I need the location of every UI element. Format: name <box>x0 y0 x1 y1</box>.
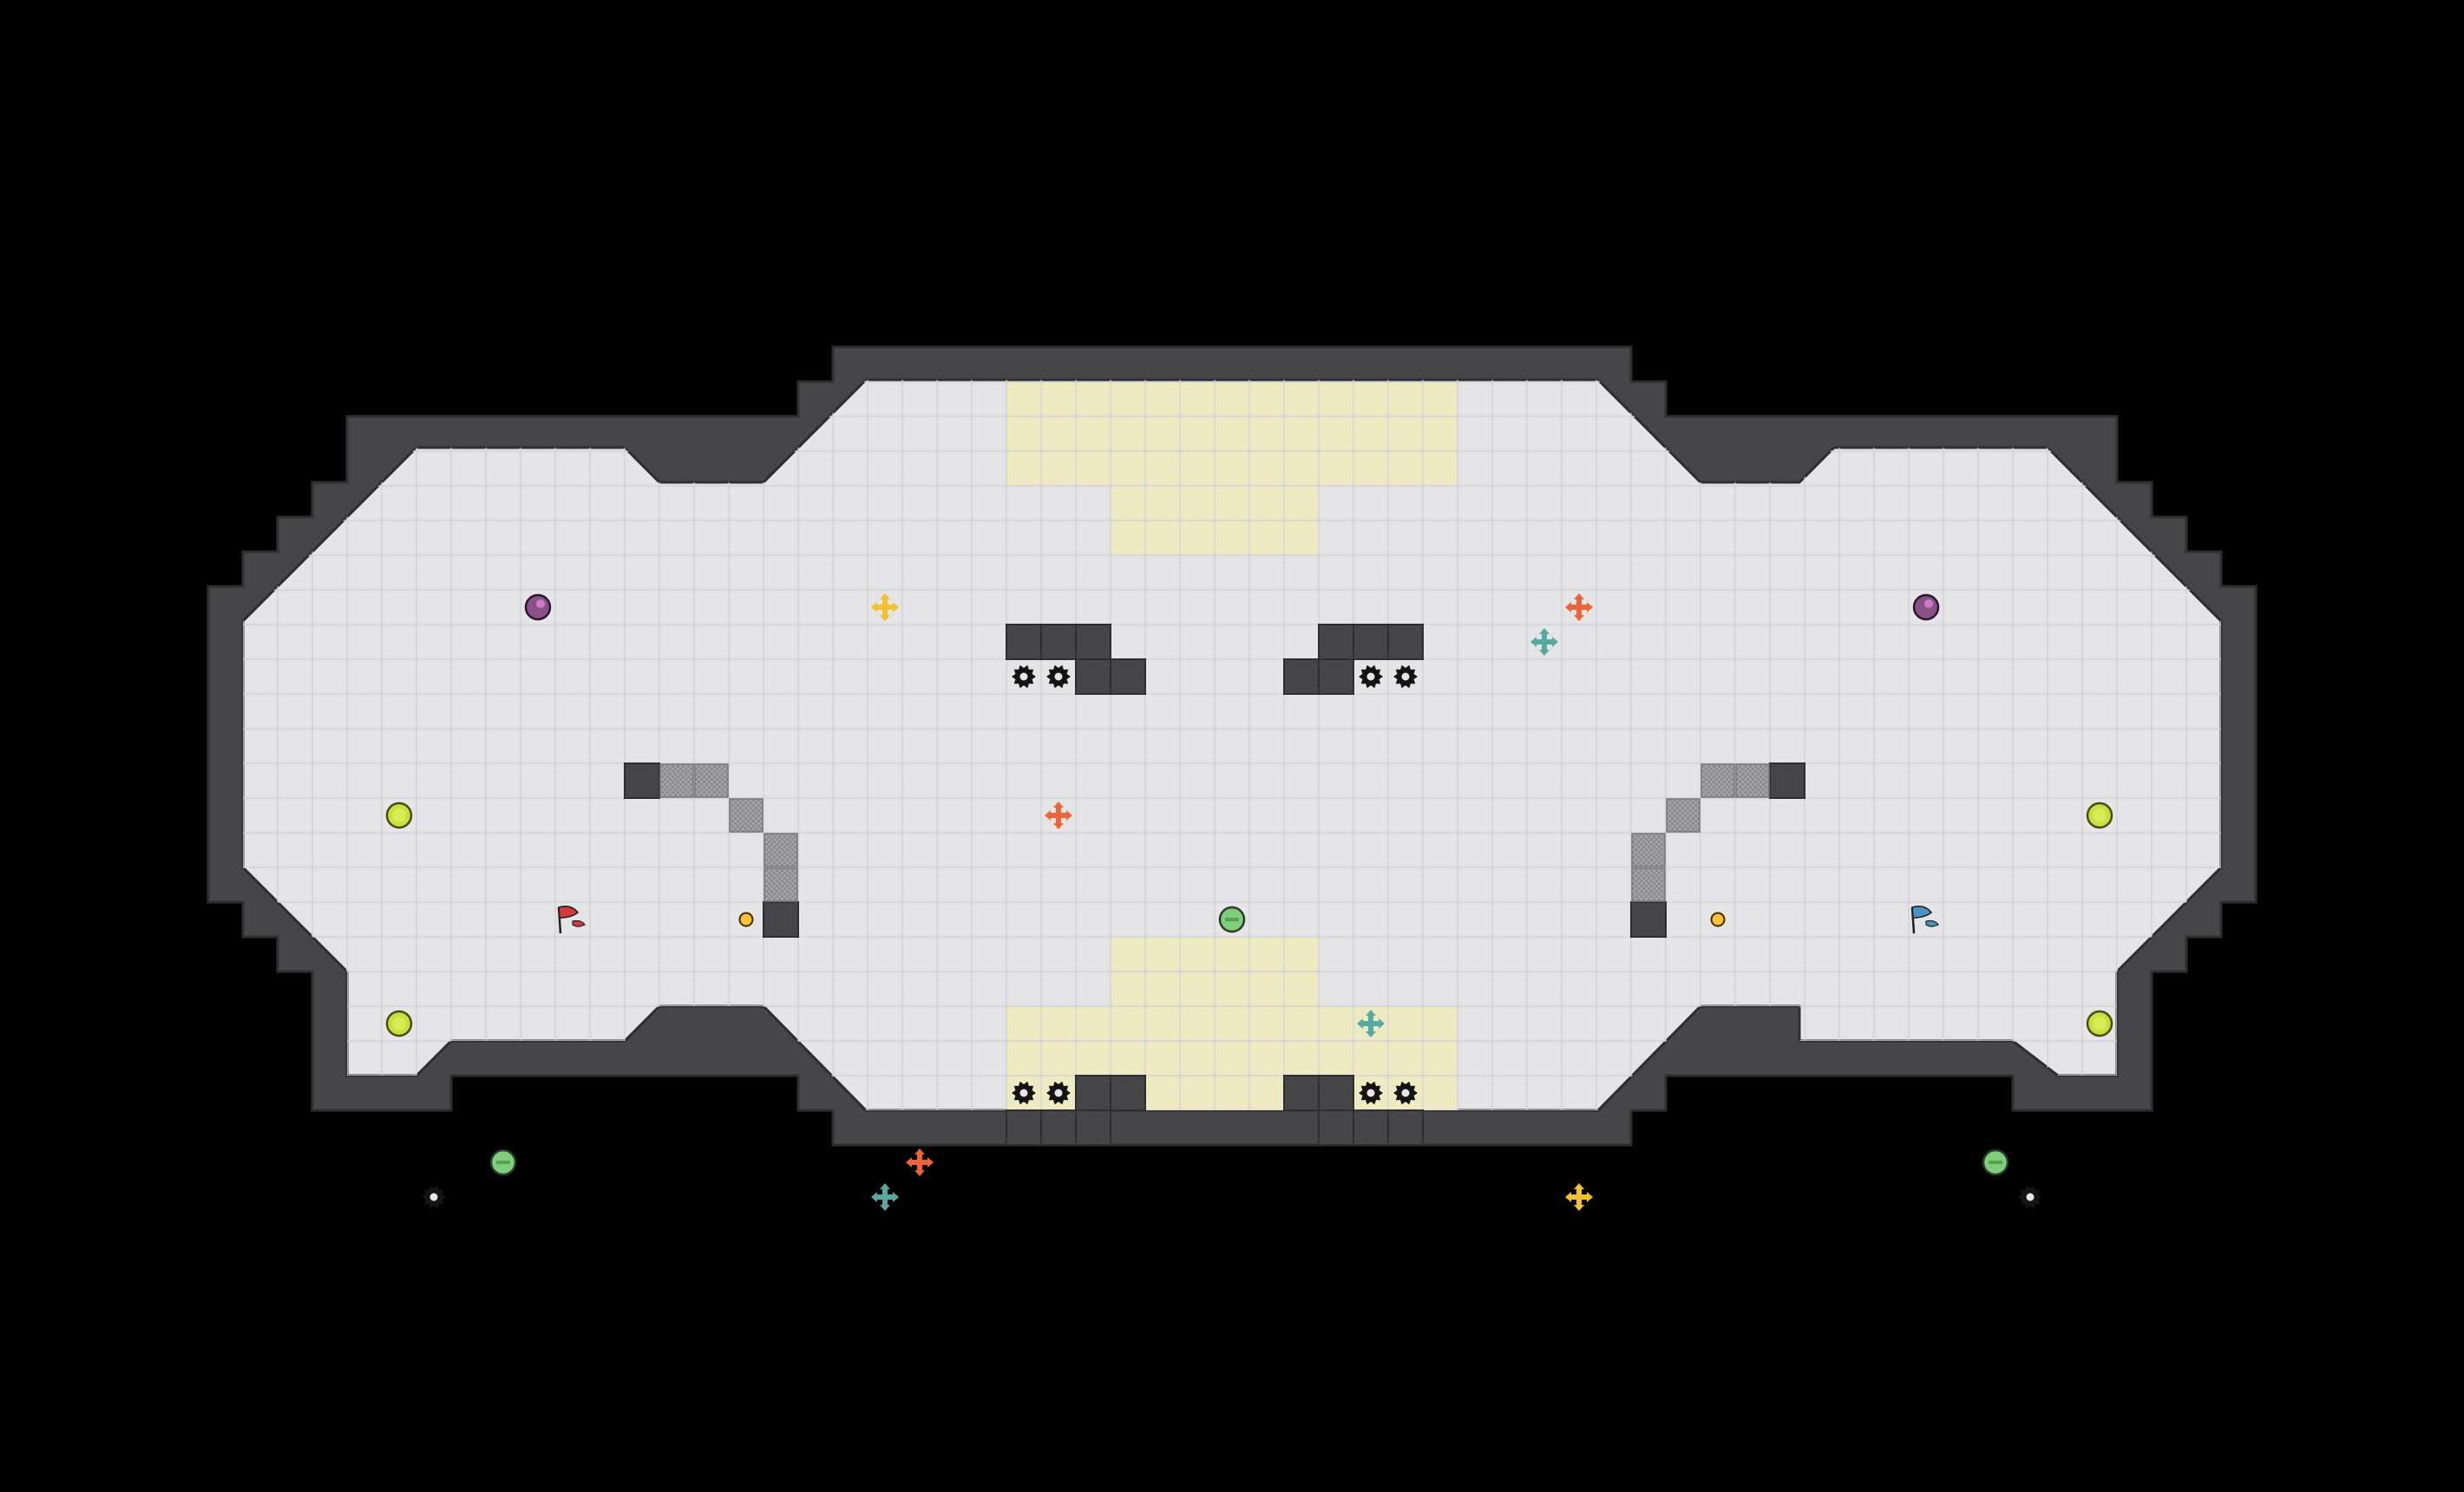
blue-flag-icon <box>1910 906 1939 934</box>
wall-block <box>1040 1109 1077 1146</box>
wall-block <box>1387 1109 1424 1146</box>
spike-icon <box>1046 1081 1071 1105</box>
gate-tile <box>1631 867 1666 902</box>
gate-tile <box>1701 763 1735 798</box>
spike-icon <box>1012 664 1036 689</box>
boost-red-icon <box>1045 802 1072 829</box>
wall-block <box>1353 1109 1389 1146</box>
gate-tile <box>659 763 694 798</box>
wall-block <box>1283 658 1320 695</box>
powerup-icon <box>1982 1148 2009 1176</box>
gate-tile <box>729 798 763 833</box>
spikes <box>422 664 2042 1209</box>
wall-block <box>1006 1109 1042 1146</box>
spike-icon <box>422 1185 446 1209</box>
button-icon <box>1710 912 1726 927</box>
portal-icon <box>524 593 552 621</box>
wall-block <box>1040 624 1077 660</box>
wall-block <box>1075 658 1111 695</box>
wall-block <box>1110 1075 1146 1111</box>
portal-icon <box>1912 593 1940 621</box>
button-icon <box>738 912 754 927</box>
spike-icon <box>1046 664 1071 689</box>
wall-block <box>1318 624 1354 660</box>
wall-block <box>1075 624 1111 660</box>
wall-block <box>1075 1075 1111 1111</box>
wall-block <box>1318 658 1354 695</box>
boost-yellow-icon <box>1565 1183 1593 1211</box>
spike-icon <box>1393 664 1418 689</box>
wall-block <box>1318 1109 1354 1146</box>
spike-icon <box>1012 1081 1036 1105</box>
wall-block <box>1353 624 1389 660</box>
wall-block <box>1318 1075 1354 1111</box>
red-flag-icon <box>557 906 586 934</box>
gates <box>659 763 1770 902</box>
wall-block <box>624 762 660 799</box>
wall-block <box>1630 901 1667 938</box>
bomb-icon <box>385 1010 413 1037</box>
wall-block <box>1283 1075 1320 1111</box>
inner-walls <box>624 624 1805 1146</box>
gate-tile <box>1666 798 1701 833</box>
spike-icon <box>1359 1081 1383 1105</box>
powerup-icon <box>489 1148 517 1176</box>
wall-block <box>1075 1109 1111 1146</box>
boost-yellow-icon <box>871 593 899 621</box>
gate-tile <box>763 867 798 902</box>
map-items <box>385 593 2113 1211</box>
gate-tile <box>1735 763 1770 798</box>
spike-icon <box>1393 1081 1418 1105</box>
gate-tile <box>694 763 729 798</box>
powerup-icon <box>1218 906 1246 933</box>
wall-block <box>763 901 799 938</box>
spike-icon <box>2018 1185 2042 1209</box>
wall-block <box>1387 624 1424 660</box>
spike-icon <box>1359 664 1383 689</box>
boost-teal-icon <box>1530 628 1558 656</box>
wall-block <box>1769 762 1805 799</box>
boost-red-icon <box>1565 593 1593 621</box>
gate-tile <box>763 833 798 867</box>
bomb-icon <box>2086 802 2113 829</box>
wall-block <box>1110 658 1146 695</box>
wall-block <box>1006 624 1042 660</box>
boost-red-icon <box>906 1148 934 1176</box>
boost-teal-icon <box>871 1183 899 1211</box>
bomb-icon <box>385 802 413 829</box>
boost-teal-icon <box>1357 1010 1385 1037</box>
gate-tile <box>1631 833 1666 867</box>
bomb-icon <box>2086 1010 2113 1037</box>
